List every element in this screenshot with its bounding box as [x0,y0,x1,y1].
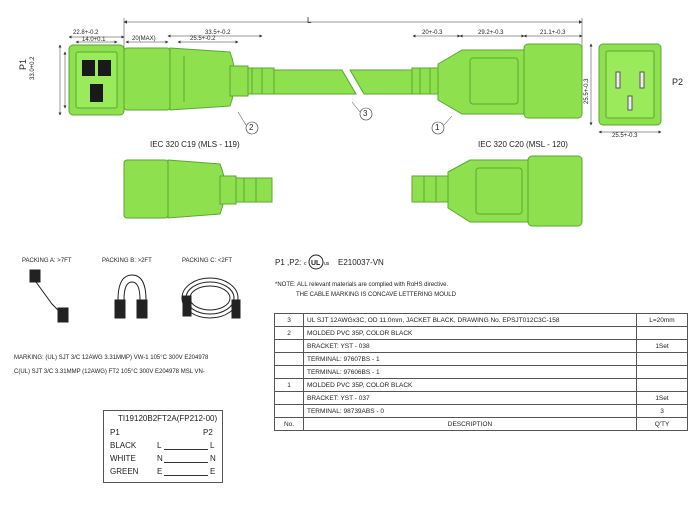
wire-p1-pin: N [157,454,163,463]
svg-text:c: c [304,261,307,267]
p2-label: P2 [672,77,684,87]
packing-c-label: PACKING C: <2FT [182,258,233,264]
parts-header-desc: DESCRIPTION [303,417,637,431]
parts-row-qty: L=20mm [636,313,688,327]
wire-connection-line [164,475,208,476]
wire-name: BLACK [110,441,137,450]
wiring-box [103,410,223,483]
c20-len2-dim: 29.2+-0.3 [478,30,504,36]
svg-text:us: us [324,261,330,267]
parts-row: TERMINAL: 97606BS - 1 [274,365,688,379]
wire-p1-pin: E [157,467,163,476]
wire-name: GREEN [110,467,139,476]
parts-row-no: 2 [274,326,304,340]
cable-segment-right [349,69,413,95]
wiring-p2-header: P2 [203,428,213,437]
callout-1: 1 [435,123,440,132]
c19-plug-side-bottom [123,159,273,219]
parts-row-no: 1 [274,378,304,392]
wire-p2-pin: E [210,467,216,476]
packing-b-label: PACKING B: >2FT [102,258,152,264]
p1-label: P1 [18,58,28,70]
packing-b-icon [114,274,148,319]
p2-width-dim: 25.5+-0.3 [612,133,638,139]
parts-row-no [274,339,304,353]
parts-row-no [274,365,304,379]
callout-3: 3 [363,109,368,118]
wiring-title: TI19120B2FT2A(FP212-00) [118,414,218,423]
parts-row-desc: TERMINAL: 98739ABS - 0 [303,404,637,418]
iec-c20-caption: IEC 320 C20 (MSL - 120) [478,140,568,149]
packing-a-icon [29,269,69,323]
parts-row-no [274,404,304,418]
svg-text:UL: UL [311,260,321,267]
cable-segment-left [273,69,357,95]
c19-plug-side-top [123,47,275,111]
length-label: L [307,16,312,25]
packing-a-label: PACKING A: >7FT [22,258,72,264]
parts-row-qty [636,365,688,379]
wire-connection-line [164,449,208,450]
parts-row-desc: UL SJT 12AWGx3C, OD 11.0mm, JACKET BLACK… [303,313,637,327]
c19-inner-width-dim: 14.0+0.1 [82,37,106,43]
parts-row-no: 3 [274,313,304,327]
packing-c-icon [181,277,241,319]
wire-p2-pin: L [210,441,215,450]
parts-row-qty: 3 [636,404,688,418]
parts-row-qty: 1Set [636,339,688,353]
p2-height-dim: 25.5+-0.3 [584,78,590,104]
p2-face-view [589,43,662,134]
p1-face-view [58,35,125,116]
parts-row-no [274,391,304,405]
iec-c19-caption: IEC 320 C19 (MLS - 119) [150,140,240,149]
callout-2: 2 [249,123,254,132]
c19-height-dim: 33.0+0.2 [30,56,36,80]
ul-logo: UL c us [304,254,330,270]
wire-name: WHITE [110,454,136,463]
parts-row-qty [636,326,688,340]
parts-row: TERMINAL: 97607BS - 1 [274,352,688,366]
parts-row-desc: TERMINAL: 97607BS - 1 [303,352,637,366]
c20-len3-dim: 21.1+-0.3 [540,30,566,36]
parts-row-desc: MOLDED PVC 35P, COLOR BLACK [303,378,637,392]
parts-row-qty [636,352,688,366]
marking-line-2: C(UL) SJT 3/C 3.31MMP (12AWG) FT2 105°C … [14,369,205,375]
parts-row-desc: BRACKET: YST - 037 [303,391,637,405]
c19-len2-dim: 33.5+-0.2 [205,30,231,36]
parts-row-desc: BRACKET: YST - 038 [303,339,637,353]
c20-plug-side-top [411,43,583,119]
wire-p1-pin: L [157,441,162,450]
wiring-p1-header: P1 [110,428,120,437]
c19-width-dim: 22.8+-0.2 [73,30,99,36]
c20-plug-side-bottom [411,155,583,227]
parts-row-desc: MOLDED PVC 35P, COLOR BLACK [303,326,637,340]
c20-len1-dim: 20+-0.3 [422,30,443,36]
parts-header-qty: Q'TY [636,417,688,431]
marking-line-1: MARKING: (UL) SJT 3/C 12AWG 3.31MMP) VW-… [14,355,209,361]
c19-len1-dim: 20(MAX) [132,36,156,42]
parts-row-qty: 1Set [636,391,688,405]
wire-p2-pin: N [210,454,216,463]
ul-code: E210037-VN [338,258,384,267]
note-line-2: THE CABLE MARKING IS CONCAVE LETTERING M… [296,292,456,298]
parts-row-desc: TERMINAL: 97606BS - 1 [303,365,637,379]
c19-len3-dim: 25.5+-0.2 [190,36,216,42]
parts-row-qty [636,378,688,392]
wire-connection-line [164,462,208,463]
parts-header-no: No. [274,417,304,431]
p1p2-label: P1 ,P2: [275,258,302,267]
parts-row-no [274,352,304,366]
note-line-1: *NOTE: ALL relevant materials are compli… [275,282,449,288]
